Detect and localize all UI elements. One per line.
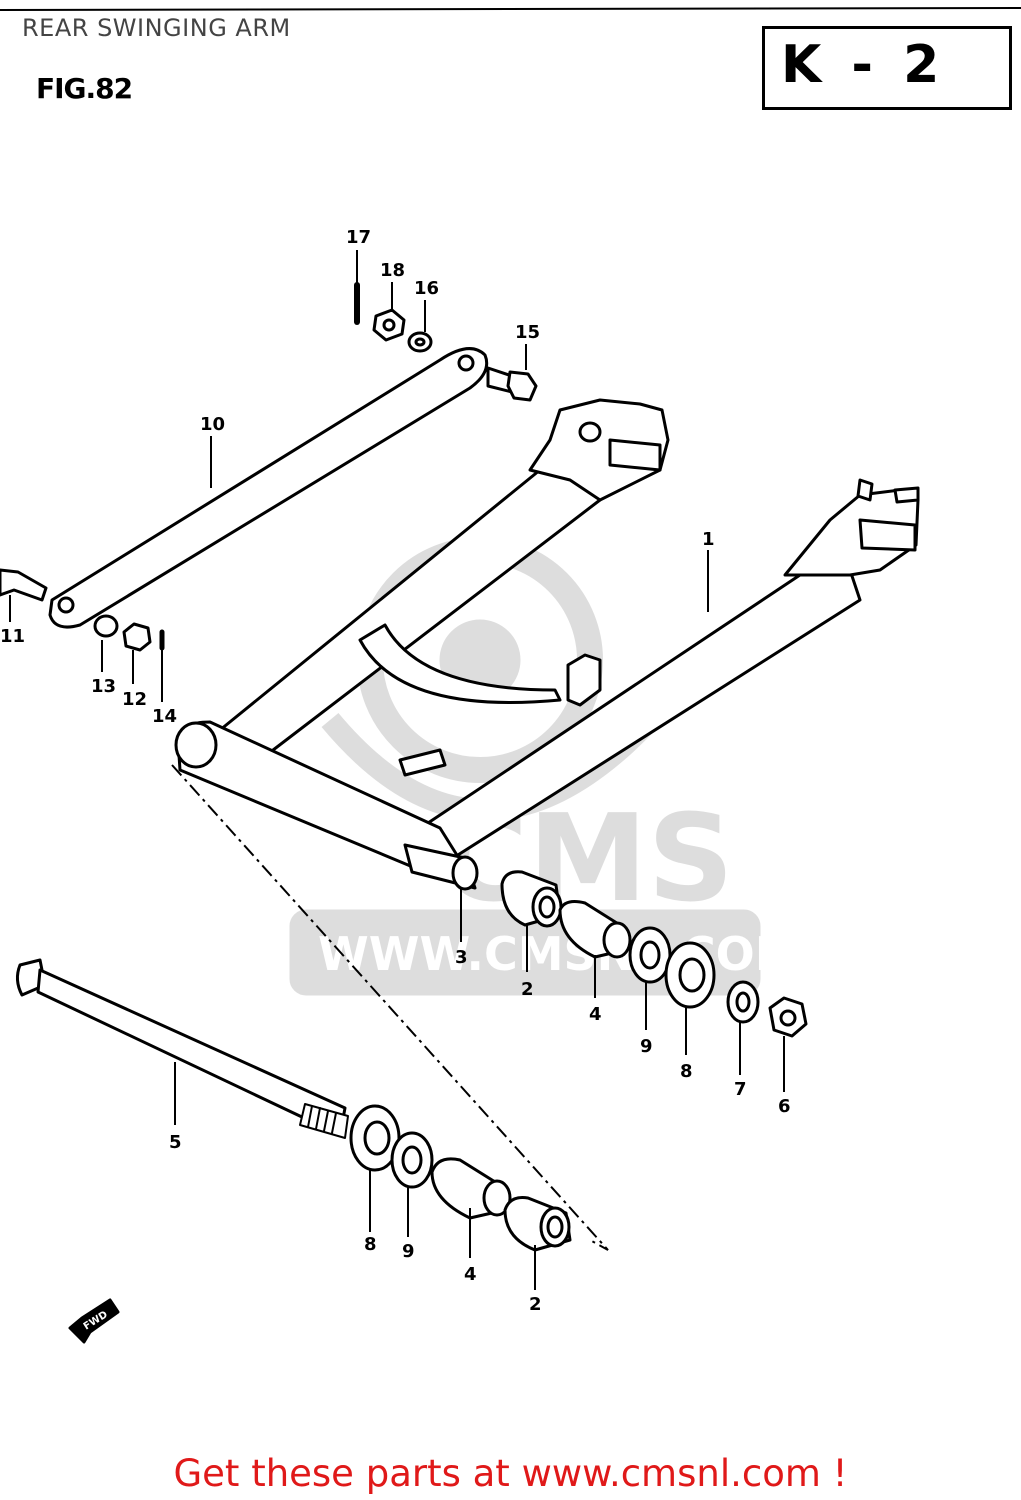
washer-part-16 xyxy=(407,331,433,353)
callout-4: 4 xyxy=(589,1004,602,1025)
bearing-part-2-lower xyxy=(503,1196,572,1252)
callout-16: 16 xyxy=(414,278,439,299)
callout-7: 7 xyxy=(734,1079,747,1100)
washer-part-13 xyxy=(93,614,119,638)
callout-12: 12 xyxy=(122,689,147,710)
spacer-part-4-lower xyxy=(430,1157,512,1220)
watermark-url: WWW.CMSNL.COM xyxy=(318,927,801,981)
assembly-line xyxy=(171,764,609,1251)
callout-3: 3 xyxy=(455,947,468,968)
torque-link-part xyxy=(48,347,489,629)
pivot-tube-part-3 xyxy=(403,843,479,891)
bolt-part-15 xyxy=(486,366,538,402)
forward-arrow-icon: FWD xyxy=(68,1298,120,1344)
page-title: REAR SWINGING ARM xyxy=(22,14,291,42)
callout-9-lower: 9 xyxy=(402,1241,415,1262)
top-rule xyxy=(0,7,1021,11)
callout-13: 13 xyxy=(91,676,116,697)
callout-8: 8 xyxy=(680,1061,693,1082)
swing-arm-part xyxy=(174,398,920,872)
torque-link-bolt-left xyxy=(0,568,48,602)
callout-2-lower: 2 xyxy=(529,1294,542,1315)
callout-15: 15 xyxy=(515,322,540,343)
leader-lines xyxy=(9,250,785,1290)
callout-18: 18 xyxy=(380,260,405,281)
callout-14: 14 xyxy=(152,706,177,727)
callouts: 1 2 3 4 5 6 7 8 9 10 11 12 13 14 15 16 1… xyxy=(0,227,791,1315)
callout-11: 11 xyxy=(0,626,25,647)
figure-number: FIG.82 xyxy=(36,72,133,105)
callout-2: 2 xyxy=(521,979,534,1000)
nut-part-12 xyxy=(122,622,152,652)
nut-part-6 xyxy=(768,996,808,1038)
callout-17: 17 xyxy=(346,227,371,248)
callout-9: 9 xyxy=(640,1036,653,1057)
callout-6: 6 xyxy=(778,1096,791,1117)
spacer-part-4-upper xyxy=(558,900,632,959)
callout-1: 1 xyxy=(702,529,715,550)
seal-part-8-lower xyxy=(349,1104,401,1172)
seal-part-8-upper xyxy=(664,941,716,1009)
bearing-part-2-upper xyxy=(500,870,563,928)
pivot-shaft-part-5 xyxy=(15,958,349,1139)
section-code: K - 2 xyxy=(781,35,946,95)
callout-4-lower: 4 xyxy=(464,1264,477,1285)
nut-part-18 xyxy=(372,308,406,342)
section-code-box: K - 2 xyxy=(762,26,1012,110)
footer-link[interactable]: Get these parts at www.cmsnl.com ! xyxy=(173,1452,848,1495)
callout-10: 10 xyxy=(200,414,225,435)
washer-part-7 xyxy=(726,980,760,1024)
washer-part-9-lower xyxy=(390,1131,434,1189)
callout-8-lower: 8 xyxy=(364,1234,377,1255)
washer-part-9-upper xyxy=(628,926,672,984)
callout-5: 5 xyxy=(169,1132,182,1153)
